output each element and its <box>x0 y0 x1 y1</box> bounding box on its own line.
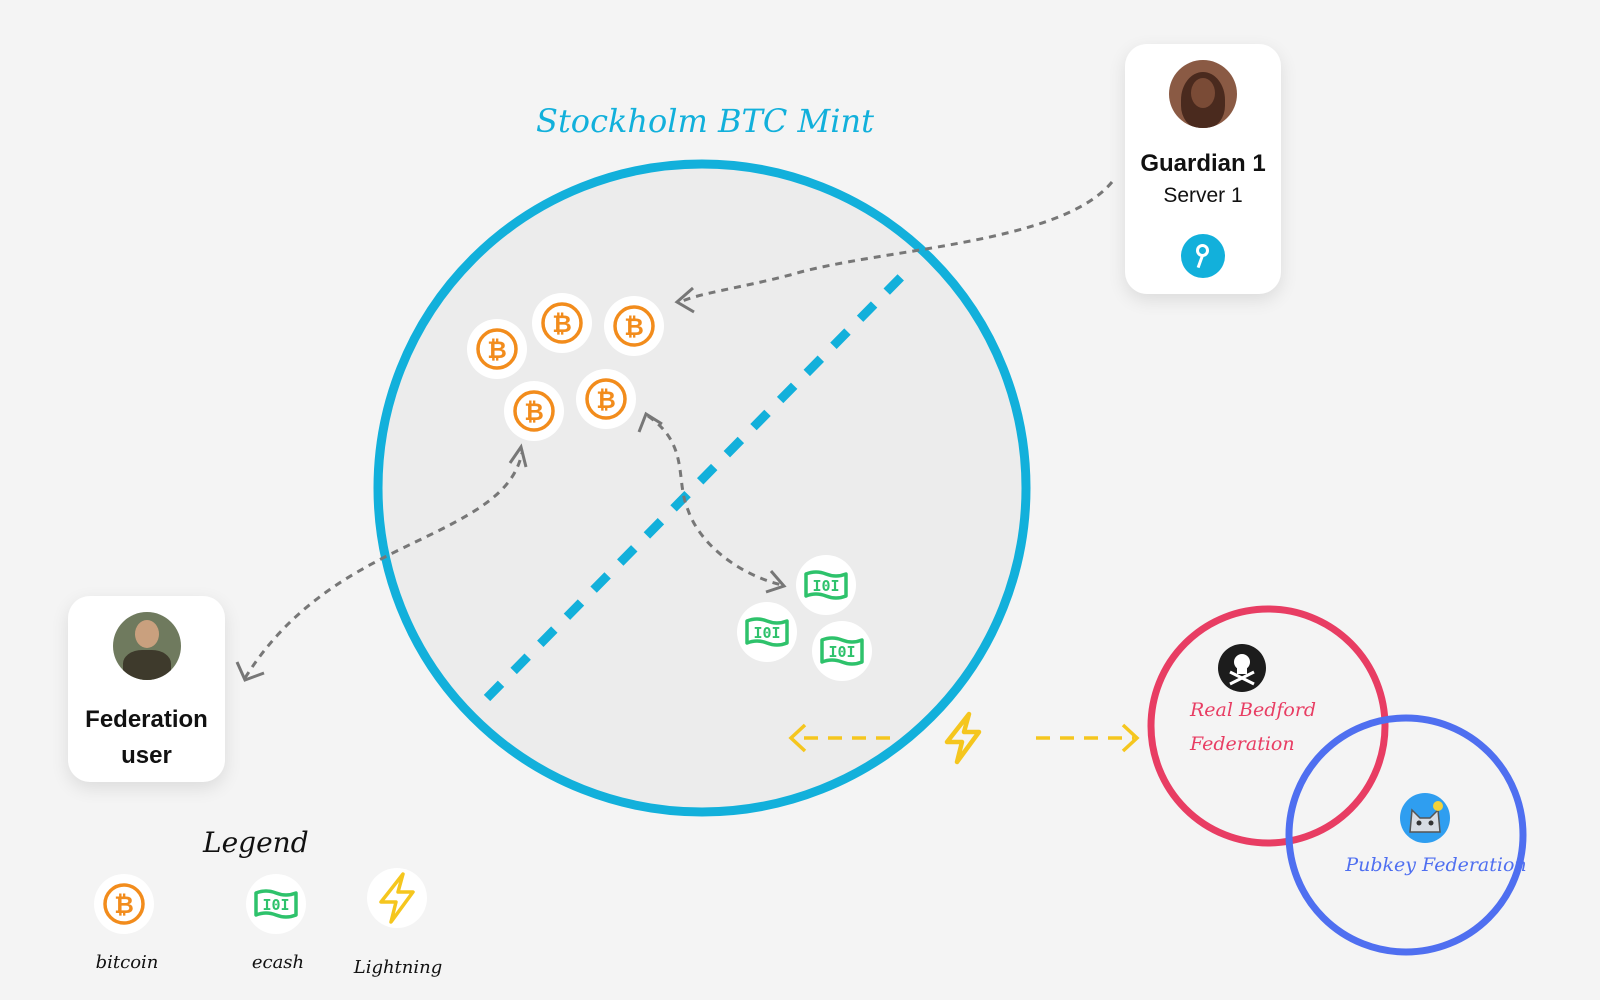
legend-lightning-bg <box>367 868 427 928</box>
ecash-icon <box>810 619 874 683</box>
lightning-left-arrowhead <box>788 723 807 753</box>
user-avatar <box>112 612 181 680</box>
real-bedford-label-line1: Real Bedford <box>1189 699 1316 721</box>
pubkey-label: Pubkey Federation <box>1344 854 1526 876</box>
legend-bitcoin-icon <box>92 872 156 936</box>
legend-title: Legend <box>202 826 309 859</box>
ecash-icon <box>794 553 858 617</box>
real-bedford-label-line2: Federation <box>1189 733 1295 755</box>
bitcoin-icon <box>530 291 594 355</box>
mint-title: Stockholm BTC Mint <box>536 102 874 140</box>
mint-circle <box>373 159 1031 817</box>
guardian-name: Guardian 1 <box>1140 150 1266 177</box>
real-bedford-circle <box>1147 605 1389 847</box>
guardian-arrowhead <box>674 286 695 314</box>
key-icon <box>1181 234 1225 278</box>
bitcoin-icon <box>602 294 666 358</box>
lightning-icon <box>947 714 979 762</box>
legend-label-ecash: ecash <box>252 952 304 973</box>
bitcoin-up-arrowhead <box>508 443 528 468</box>
user-label-line1: Federation <box>85 706 208 733</box>
guardian-to-bitcoin-arrow <box>679 181 1114 304</box>
guardian-avatar <box>1169 60 1237 128</box>
lightning-right-arrowhead <box>1121 723 1140 753</box>
guardian-card[interactable]: Guardian 1 Server 1 <box>1125 44 1281 294</box>
user-label-line2: user <box>121 742 172 769</box>
bitcoin-arrowhead <box>637 411 663 433</box>
pubkey-circle <box>1285 714 1527 956</box>
guardian-role: Server 1 <box>1163 184 1243 207</box>
legend-ecash-icon <box>244 872 308 936</box>
bitcoin-icon <box>574 367 638 431</box>
bitcoin-icon <box>465 317 529 381</box>
user-bitcoin-arrow <box>243 452 524 679</box>
bitcoin-ecash-arrow <box>647 414 783 587</box>
real-bedford-logo <box>1218 644 1266 692</box>
ecash-icon <box>735 600 799 664</box>
mint-divider-line <box>483 264 914 702</box>
federation-user-card[interactable]: Federation user <box>68 596 225 782</box>
legend-label-bitcoin: bitcoin <box>96 952 159 973</box>
ecash-arrowhead <box>765 570 787 594</box>
bitcoin-icon <box>502 379 566 443</box>
user-arrowhead <box>235 661 265 682</box>
pubkey-logo <box>1400 793 1450 843</box>
legend-label-lightning: Lightning <box>353 957 443 978</box>
